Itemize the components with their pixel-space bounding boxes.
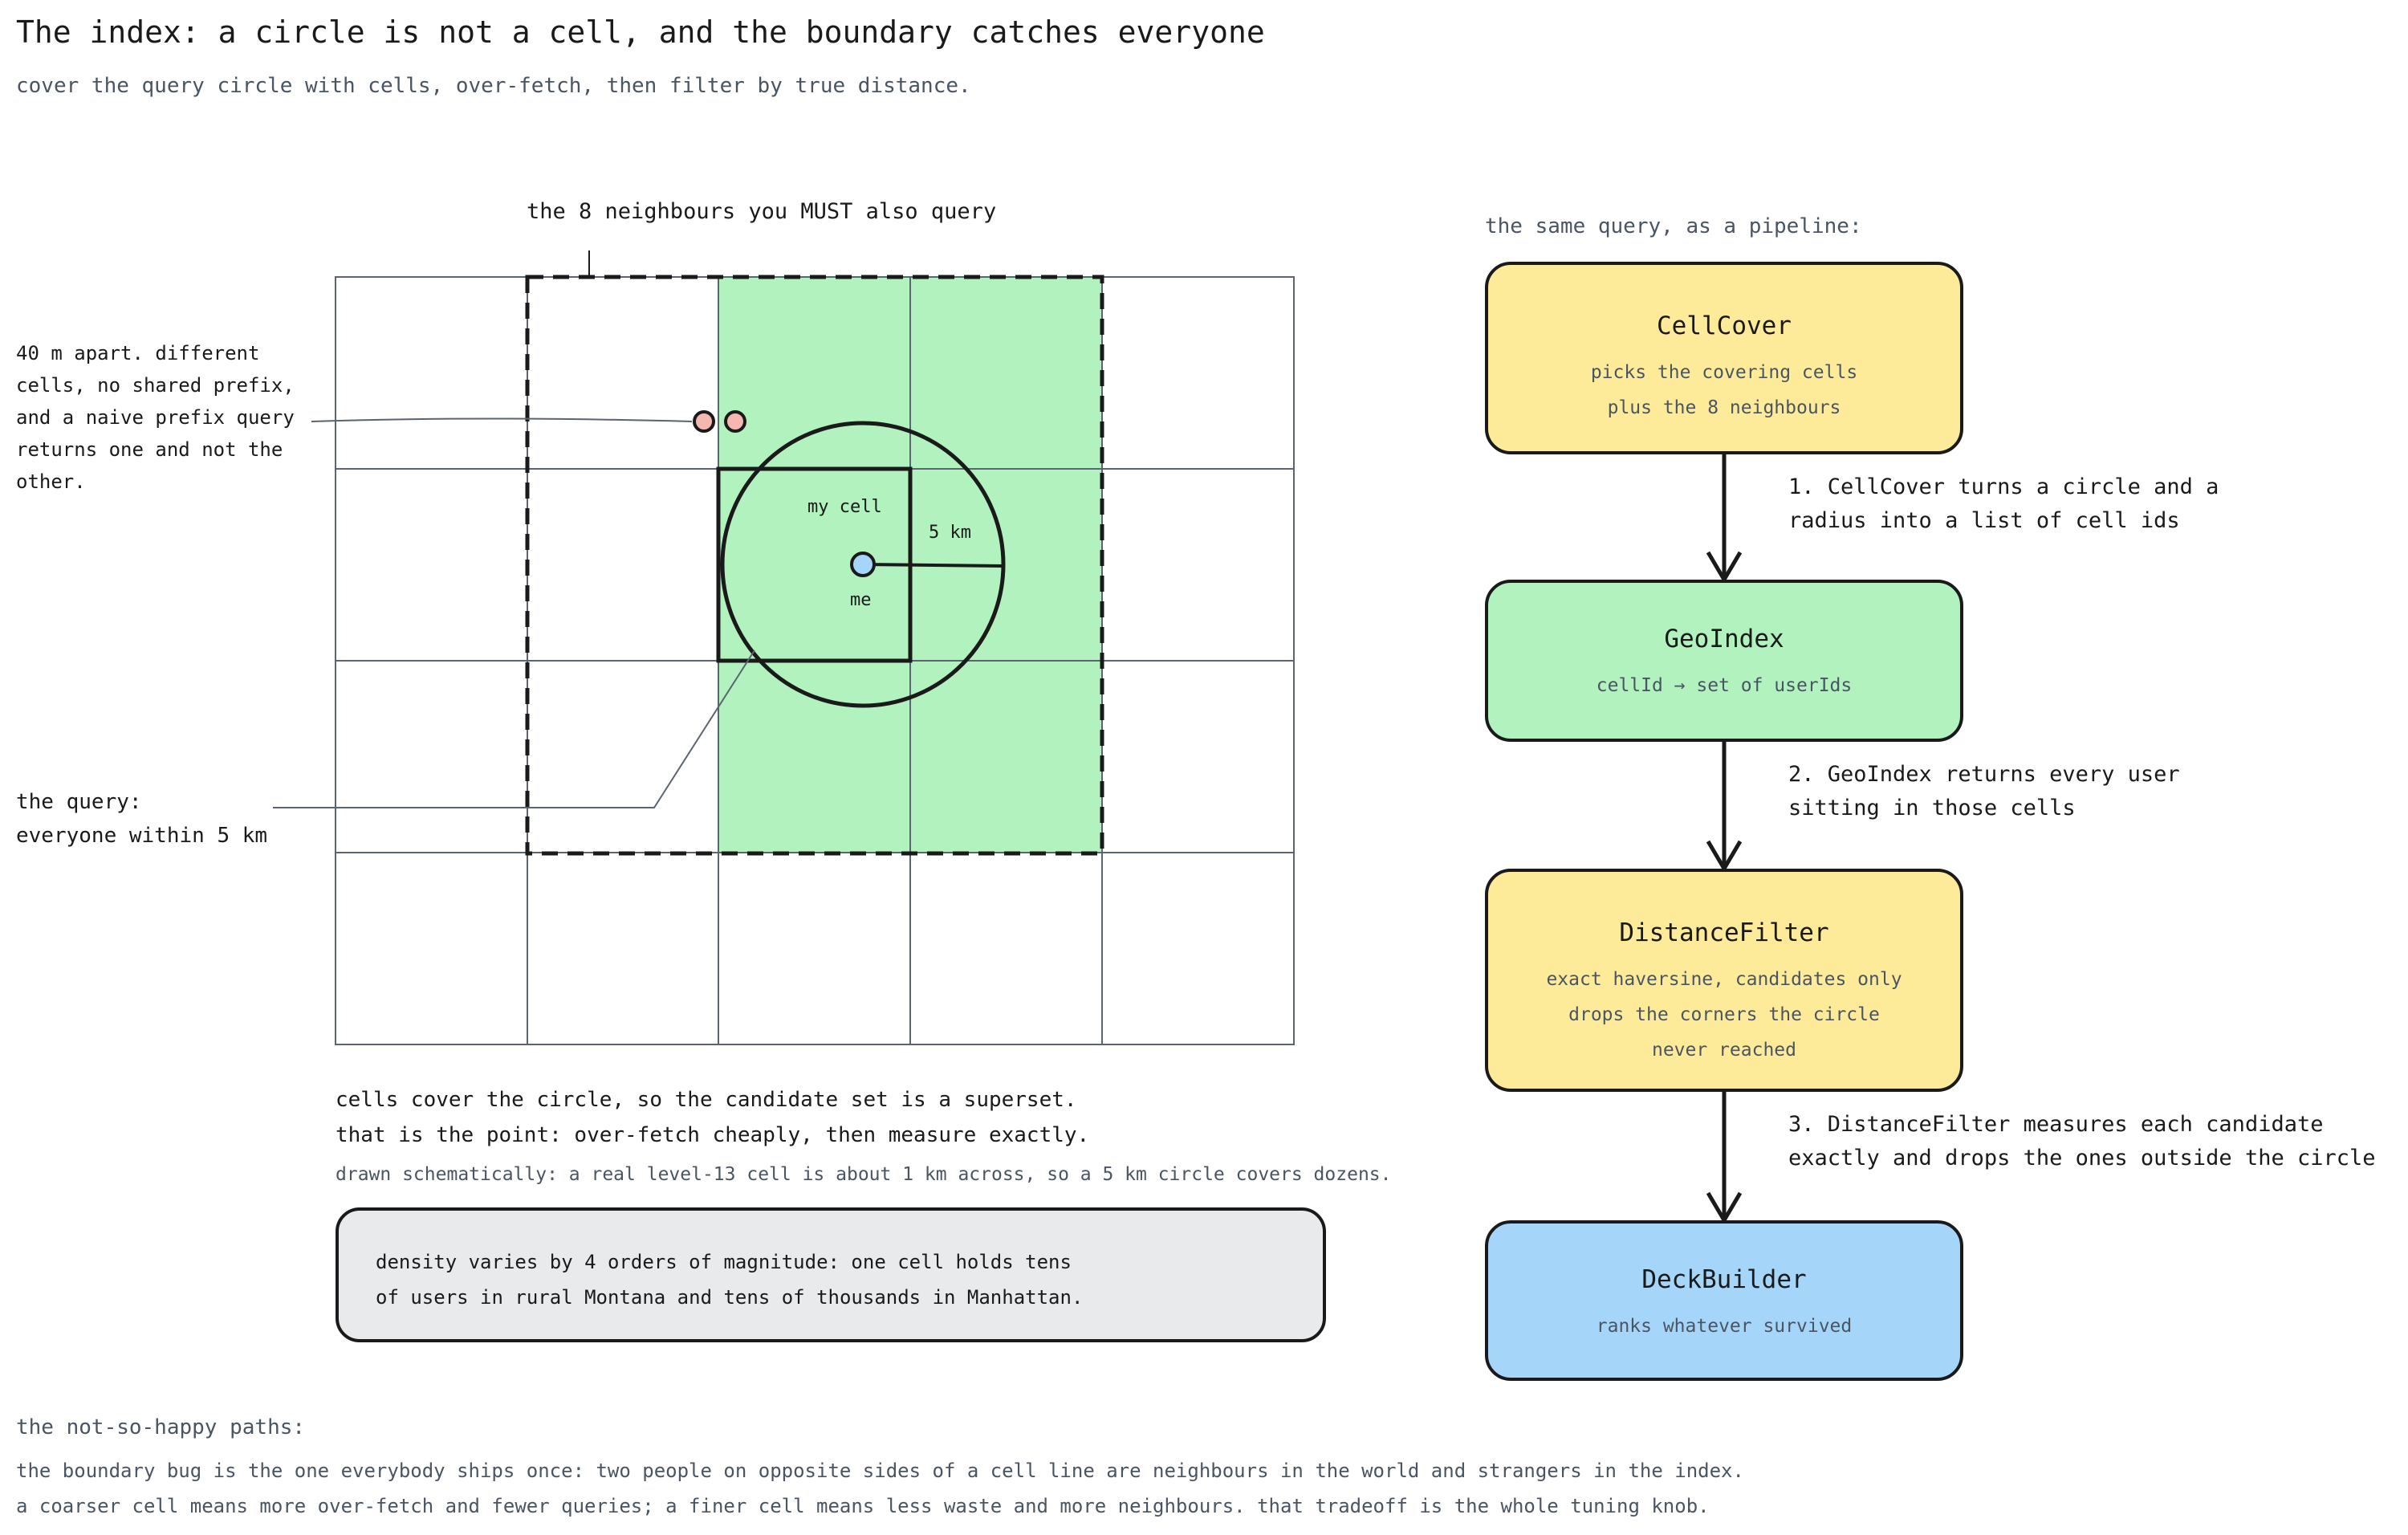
distancefilter-box: DistanceFilter exact haversine, candidat…: [1485, 869, 1963, 1092]
footer-line-2: a coarser cell means more over-fetch and…: [16, 1495, 1710, 1517]
geoindex-desc-line: cellId → set of userIds: [1596, 675, 1853, 696]
cellcover-desc-line: plus the 8 neighbours: [1607, 397, 1841, 418]
geoindex-desc: cellId → set of userIds: [1488, 668, 1960, 703]
neighbour-region-border: [525, 275, 1104, 856]
cellcover-title: CellCover: [1657, 311, 1792, 340]
forty-m-line: and a naive prefix query: [16, 406, 295, 429]
distancefilter-desc-line: drops the corners the circle: [1568, 1004, 1880, 1025]
density-line-1: density varies by 4 orders of magnitude:…: [376, 1251, 1072, 1273]
forty-m-line: 40 m apart. different: [16, 342, 260, 364]
page-title: The index: a circle is not a cell, and t…: [16, 14, 1265, 50]
step-3-line: 3. DistanceFilter measures each candidat…: [1788, 1112, 2324, 1137]
caption-line-2: that is the point: over-fetch cheaply, t…: [336, 1123, 1090, 1147]
deckbuilder-desc-line: ranks whatever survived: [1596, 1316, 1853, 1337]
forty-m-pointer: [311, 417, 693, 422]
cellcover-desc: picks the covering cells plus the 8 neig…: [1488, 355, 1960, 425]
deckbuilder-title: DeckBuilder: [1641, 1265, 1807, 1294]
forty-m-annotation: 40 m apart. different cells, no shared p…: [16, 337, 295, 498]
step-2-line: sitting in those cells: [1788, 796, 2076, 820]
density-line-2: of users in rural Montana and tens of th…: [376, 1286, 1084, 1309]
pipeline-heading: the same query, as a pipeline:: [1485, 214, 1862, 238]
forty-m-line: other.: [16, 470, 86, 493]
caption-line-3: drawn schematically: a real level-13 cel…: [336, 1164, 1392, 1185]
my-cell-label: my cell: [807, 497, 882, 517]
user-point-a: [693, 410, 715, 433]
footer-line-1: the boundary bug is the one everybody sh…: [16, 1460, 1744, 1482]
me-label: me: [850, 590, 872, 610]
density-note: density varies by 4 orders of magnitude:…: [336, 1207, 1326, 1342]
query-line: the query:: [16, 790, 142, 814]
radius-label: 5 km: [929, 523, 971, 543]
pipeline-arrows: [1706, 454, 1743, 1224]
distancefilter-desc: exact haversine, candidates only drops t…: [1488, 962, 1960, 1068]
step-1-line: 1. CellCover turns a circle and a: [1788, 474, 2219, 499]
query-annotation: the query: everyone within 5 km: [16, 785, 267, 853]
step-2-note: 2. GeoIndex returns every user sitting i…: [1788, 758, 2180, 825]
step-3-line: exactly and drops the ones outside the c…: [1788, 1146, 2376, 1171]
geoindex-title: GeoIndex: [1664, 625, 1784, 653]
forty-m-line: returns one and not the: [16, 438, 283, 461]
user-point-b: [724, 410, 746, 433]
page-subtitle: cover the query circle with cells, over-…: [16, 74, 971, 98]
geoindex-box: GeoIndex cellId → set of userIds: [1485, 580, 1963, 742]
cellcover-desc-line: picks the covering cells: [1590, 362, 1858, 383]
forty-m-line: cells, no shared prefix,: [16, 374, 295, 397]
distancefilter-title: DistanceFilter: [1619, 918, 1829, 947]
neighbours-label: the 8 neighbours you MUST also query: [527, 199, 997, 224]
distancefilter-desc-line: exact haversine, candidates only: [1546, 969, 1902, 990]
me-point: [850, 552, 876, 577]
footer-heading: the not-so-happy paths:: [16, 1415, 306, 1439]
radius-line: [862, 563, 1004, 568]
query-line: everyone within 5 km: [16, 824, 268, 848]
query-pointer: [273, 649, 755, 808]
caption-line-1: cells cover the circle, so the candidate…: [336, 1088, 1077, 1112]
distancefilter-desc-line: never reached: [1651, 1040, 1796, 1061]
deckbuilder-box: DeckBuilder ranks whatever survived: [1485, 1220, 1963, 1381]
step-1-note: 1. CellCover turns a circle and a radius…: [1788, 470, 2219, 538]
cellcover-box: CellCover picks the covering cells plus …: [1485, 262, 1963, 454]
step-1-line: radius into a list of cell ids: [1788, 508, 2180, 533]
step-2-line: 2. GeoIndex returns every user: [1788, 762, 2180, 787]
deckbuilder-desc: ranks whatever survived: [1488, 1309, 1960, 1344]
step-3-note: 3. DistanceFilter measures each candidat…: [1788, 1108, 2376, 1175]
